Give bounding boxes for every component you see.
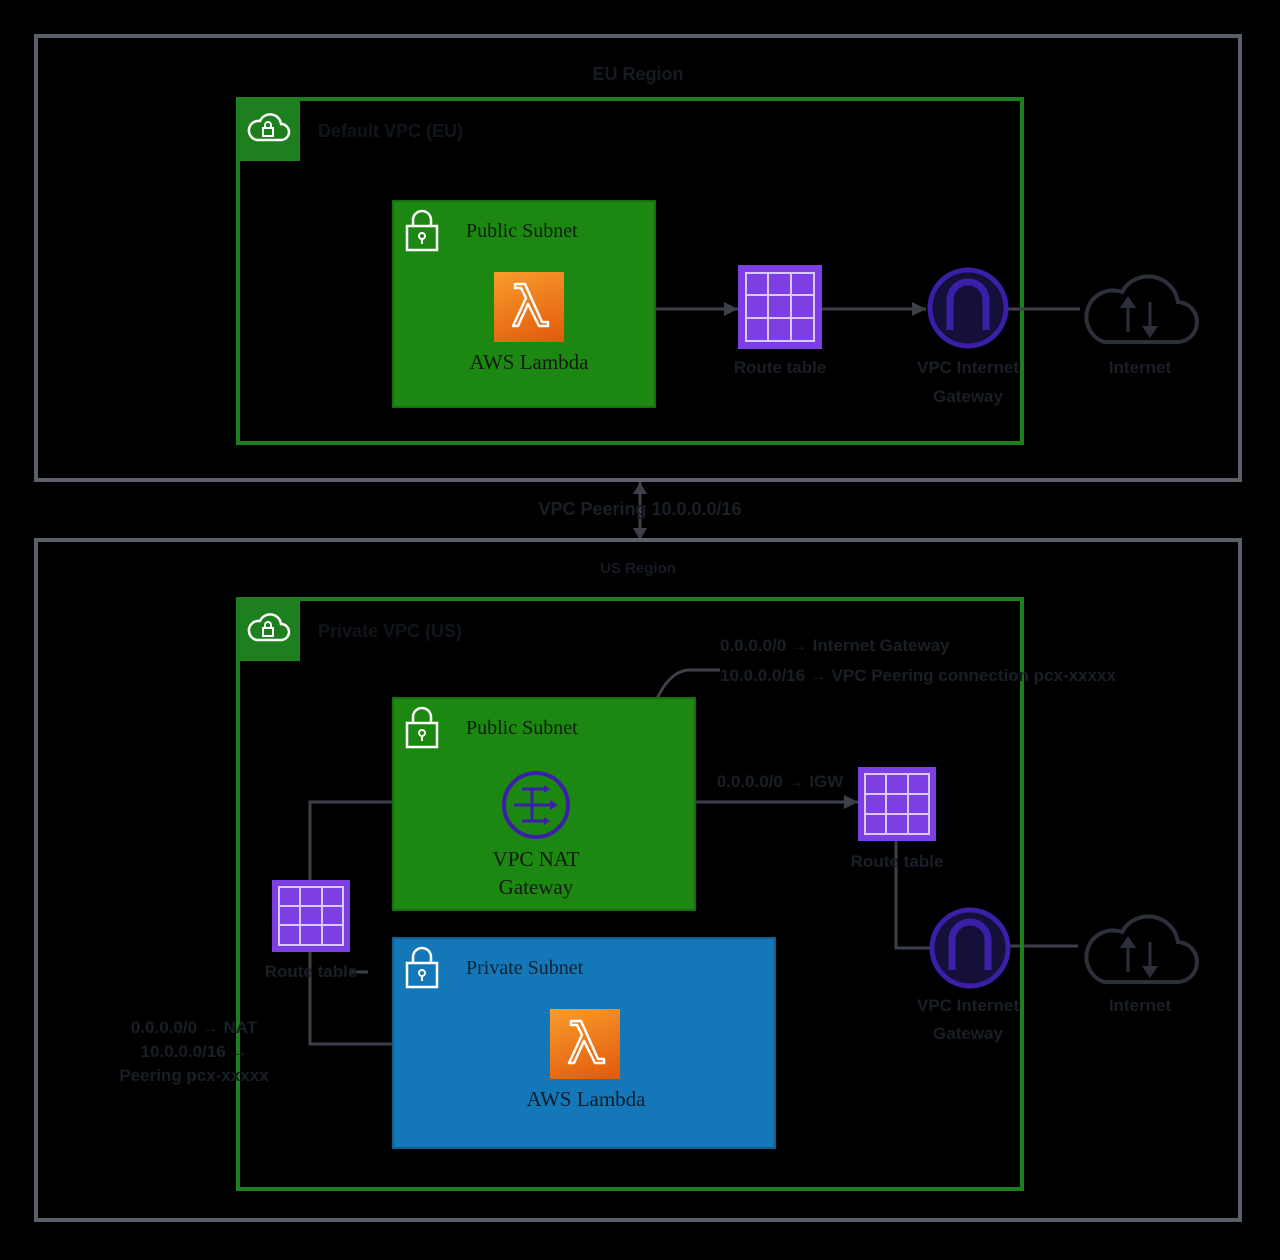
padlock-icon: [405, 946, 439, 989]
subnet-label: Private Subnet: [466, 957, 584, 979]
subnet-label: Public Subnet: [466, 220, 578, 242]
route-table-label: Route table: [850, 852, 944, 871]
region-eu: EU Region: [34, 34, 1242, 482]
route-table-icon: [858, 767, 936, 841]
internet-cloud-icon: [1078, 902, 1202, 992]
igw-label-line2: Gateway: [933, 387, 1003, 406]
cloud-label: Internet: [1108, 996, 1172, 1015]
igw-label-line1: VPC Internet: [916, 996, 1020, 1015]
region-us: US Region: [34, 538, 1242, 1222]
private-route-annotation-line1: 0.0.0.0/0 → NAT: [130, 1018, 258, 1037]
lambda-icon: [550, 1009, 620, 1079]
peering-label: VPC Peering 10.0.0.0/16: [538, 499, 742, 519]
public-subnet-us: Public Subnet VPC NAT Gateway: [392, 697, 696, 911]
vpc-route-annotation-line1: 0.0.0.0/0 → Internet Gateway: [720, 636, 950, 655]
private-subnet-us: Private Subnet AWS Lambda: [392, 937, 776, 1149]
internet-gateway-icon: [926, 266, 1010, 350]
public-route-label: 0.0.0.0/0 → IGW: [716, 772, 844, 791]
vpc-cloud-lock-icon: [236, 597, 300, 661]
service-label-line1: VPC NAT: [492, 847, 580, 871]
internet-gateway-icon: [928, 906, 1012, 990]
cloud-label: Internet: [1108, 358, 1172, 377]
igw-label-line1: VPC Internet: [916, 358, 1020, 377]
lambda-icon: [494, 272, 564, 342]
route-table-icon: [738, 265, 822, 349]
igw-label-line2: Gateway: [933, 1024, 1003, 1043]
internet-cloud-icon: [1078, 262, 1202, 352]
subnet-label: Public Subnet: [466, 717, 578, 739]
vpc-label: Default VPC (EU): [318, 121, 464, 141]
vpc-default: Default VPC (EU): [236, 97, 1024, 445]
region-label: EU Region: [592, 64, 684, 84]
padlock-icon: [405, 706, 439, 749]
route-table-label: Route table: [264, 962, 358, 981]
vpc-label: Private VPC (US): [318, 621, 463, 641]
public-subnet-eu: Public Subnet AWS Lambda: [392, 200, 656, 408]
vpc-cloud-lock-icon: [236, 97, 300, 161]
route-table-icon: [272, 880, 350, 952]
vpc-private: Private VPC (US): [236, 597, 1024, 1191]
region-label: US Region: [600, 560, 676, 577]
service-label-line2: Gateway: [498, 875, 574, 899]
service-label: AWS Lambda: [469, 350, 589, 374]
vpc-route-annotation-line2: 10.0.0.0/16 → VPC Peering connection pcx…: [720, 666, 1116, 685]
nat-gateway-icon: [500, 769, 572, 841]
private-route-annotation-line3: Peering pcx-xxxxx: [119, 1066, 269, 1085]
private-route-annotation-line2: 10.0.0.0/16 →: [140, 1042, 248, 1061]
padlock-icon: [405, 209, 439, 252]
route-table-label: Route table: [733, 358, 827, 377]
service-label: AWS Lambda: [526, 1087, 646, 1111]
